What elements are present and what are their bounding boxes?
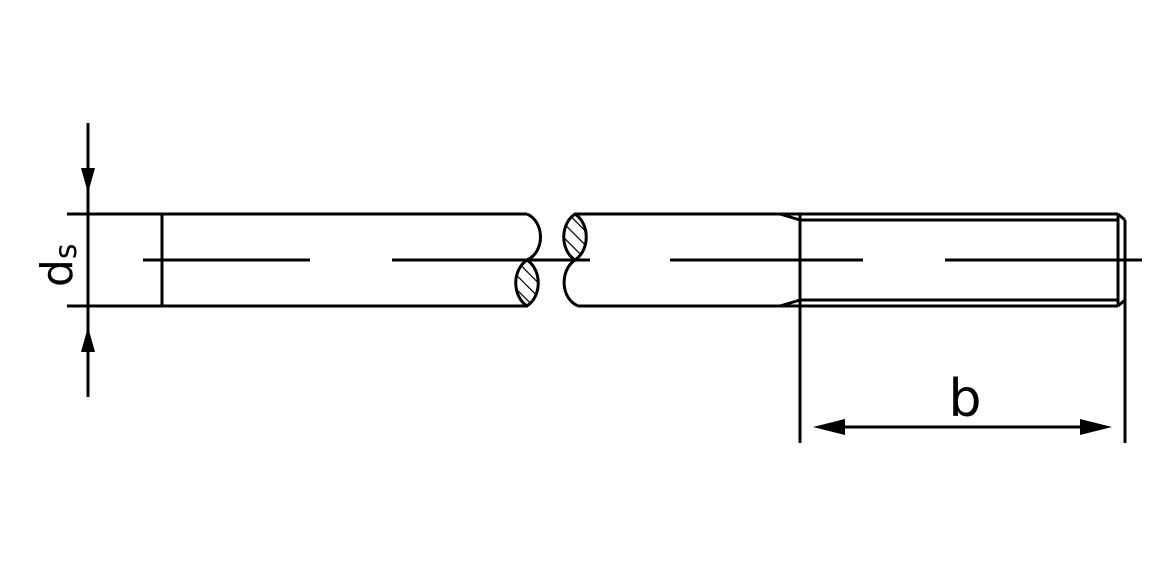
b-dimension: b [798, 214, 1127, 443]
rod-left-segment [160, 212, 542, 308]
ds-dimension: ds [32, 123, 162, 397]
break-hatch-lower [514, 258, 540, 308]
break-hatch-upper [562, 212, 588, 262]
ds-label: ds [32, 243, 84, 287]
b-label: b [948, 369, 981, 429]
arrow-left-icon [813, 419, 845, 435]
arrow-up-icon [81, 327, 95, 352]
arrow-right-icon [1080, 419, 1112, 435]
arrow-down-icon [81, 168, 95, 193]
